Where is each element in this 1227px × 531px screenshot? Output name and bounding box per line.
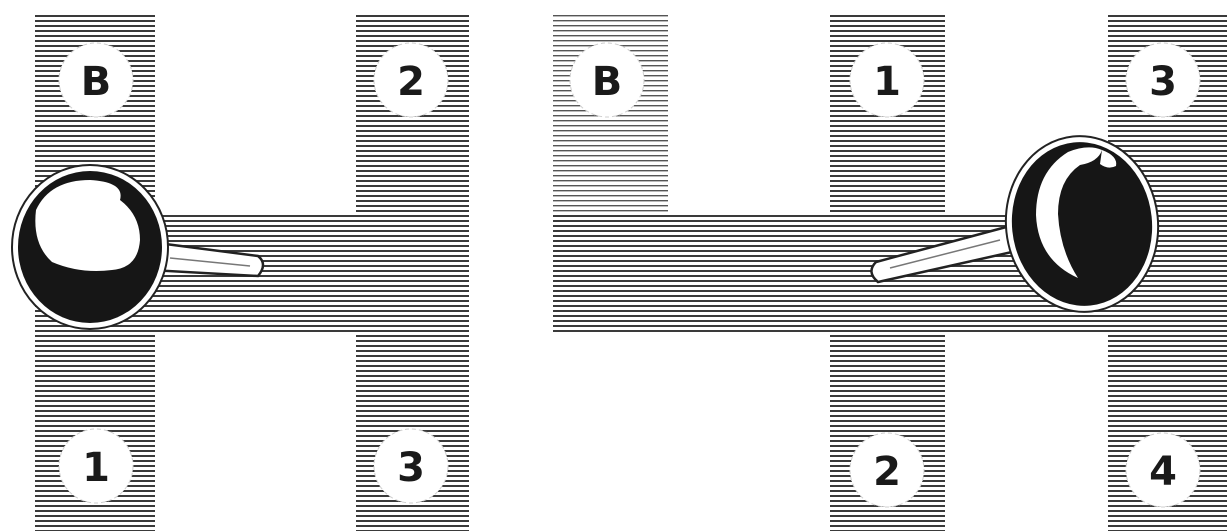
position-top-right: 2: [374, 43, 448, 117]
position-label: 3: [1149, 59, 1177, 105]
shift-diagram-left: B 2 1 3: [12, 14, 469, 531]
position-label: 1: [873, 59, 901, 105]
position-label: 4: [1149, 449, 1177, 495]
position-label: 2: [873, 449, 901, 495]
position-top-left: B: [59, 43, 133, 117]
position-top-middle: 1: [850, 43, 924, 117]
position-label: 1: [82, 445, 110, 491]
position-bottom-middle: 2: [850, 433, 924, 507]
position-label: B: [81, 59, 112, 105]
position-bottom-right: 4: [1126, 433, 1200, 507]
shift-diagram-right: B 1 3 2 4: [553, 14, 1227, 531]
position-label: 2: [397, 59, 425, 105]
position-label: 3: [397, 445, 425, 491]
position-top-left: B: [570, 43, 644, 117]
position-label: B: [592, 59, 623, 105]
position-bottom-left: 1: [59, 429, 133, 503]
position-top-right: 3: [1126, 43, 1200, 117]
position-bottom-right: 3: [374, 429, 448, 503]
